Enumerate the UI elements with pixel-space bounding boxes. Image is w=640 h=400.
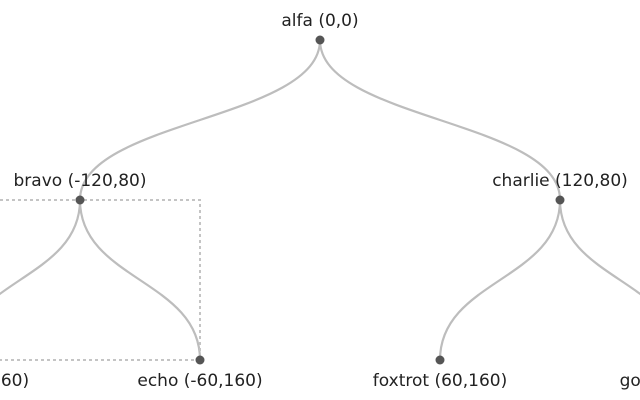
node-echo[interactable] <box>195 355 205 365</box>
link-alfa-bravo <box>78 39 322 201</box>
node-label-golf: golf (180,160) <box>620 371 640 391</box>
node-label-foxtrot: foxtrot (60,160) <box>373 371 507 391</box>
node-charlie[interactable] <box>555 195 565 205</box>
links-layer <box>0 39 640 361</box>
node-bravo[interactable] <box>75 195 85 205</box>
bravo-subtree-frame <box>0 199 201 361</box>
node-label-bravo: bravo (-120,80) <box>14 171 147 191</box>
node-alfa[interactable] <box>315 35 325 45</box>
link-bravo-echo <box>78 199 202 361</box>
node-label-delta: delta (-180,160) <box>0 371 29 391</box>
labels-layer: alfa (0,0) bravo (-120,80) charlie (120,… <box>0 11 640 391</box>
node-label-alfa: alfa (0,0) <box>281 11 358 31</box>
link-alfa-charlie <box>318 39 562 201</box>
link-bravo-delta <box>0 199 82 296</box>
node-label-charlie: charlie (120,80) <box>492 171 628 191</box>
node-label-echo: echo (-60,160) <box>137 371 262 391</box>
nodes-layer <box>75 35 565 365</box>
link-charlie-golf <box>558 199 640 296</box>
node-foxtrot[interactable] <box>435 355 445 365</box>
link-charlie-foxtrot <box>438 199 562 361</box>
